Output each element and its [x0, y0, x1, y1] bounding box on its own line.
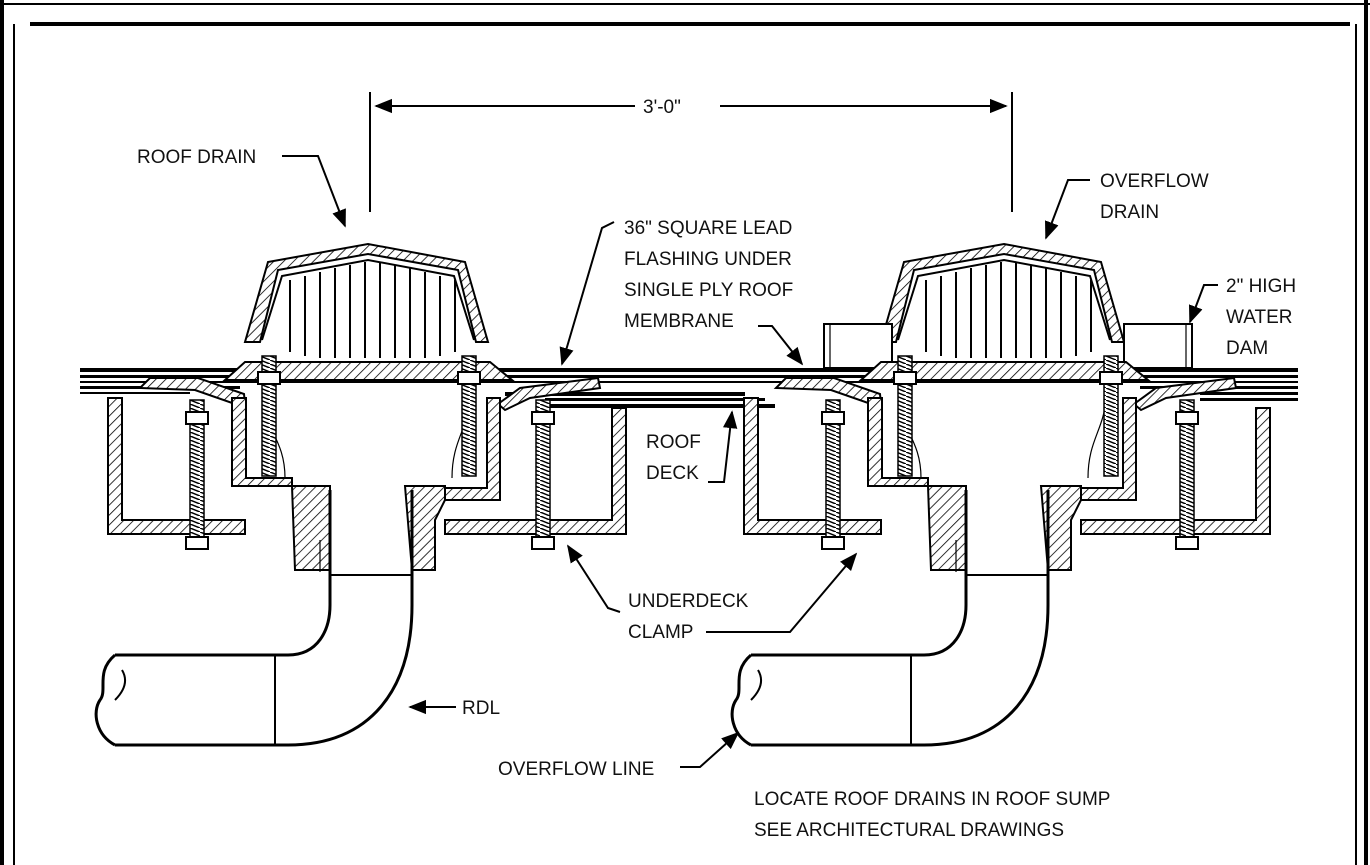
label-overflow-drain-line1: OVERFLOW	[1100, 171, 1209, 192]
label-underdeck-clamp-line2: CLAMP	[628, 622, 693, 643]
label-rdl: RDL	[462, 698, 500, 719]
dome-slots	[925, 262, 1092, 358]
label-overflow-drain-line2: DRAIN	[1100, 202, 1159, 223]
roof-drain-assembly	[94, 242, 627, 747]
label-flashing-line3: SINGLE PLY ROOF	[624, 280, 793, 301]
roof-drain-leader-pipe	[94, 490, 414, 747]
note-line-1: LOCATE ROOF DRAINS IN ROOF SUMP	[754, 789, 1110, 810]
clamp-bolts	[185, 355, 555, 550]
label-roof-deck-line2: DECK	[646, 463, 699, 484]
dimension-label: 3'-0"	[643, 97, 681, 118]
note-line-2: SEE ARCHITECTURAL DRAWINGS	[754, 820, 1064, 841]
label-water-dam-line3: DAM	[1226, 338, 1268, 359]
dimension-line	[369, 92, 1013, 212]
overflow-leader-pipe	[730, 490, 1050, 747]
overflow-drain-assembly	[730, 242, 1271, 747]
dome-slots	[289, 262, 456, 358]
label-overflow-line: OVERFLOW LINE	[498, 759, 654, 780]
label-roof-deck-line1: ROOF	[646, 432, 701, 453]
label-underdeck-clamp-line1: UNDERDECK	[628, 591, 749, 612]
label-roof-drain: ROOF DRAIN	[137, 147, 256, 168]
label-water-dam-line2: WATER	[1226, 307, 1293, 328]
clamp-bolts	[821, 355, 1199, 550]
label-flashing-line2: FLASHING UNDER	[624, 249, 792, 270]
label-flashing-line4: MEMBRANE	[624, 311, 734, 332]
leader-lines	[282, 155, 1218, 768]
label-flashing-line1: 36" SQUARE LEAD	[624, 218, 792, 239]
label-water-dam-line1: 2" HIGH	[1226, 276, 1296, 297]
